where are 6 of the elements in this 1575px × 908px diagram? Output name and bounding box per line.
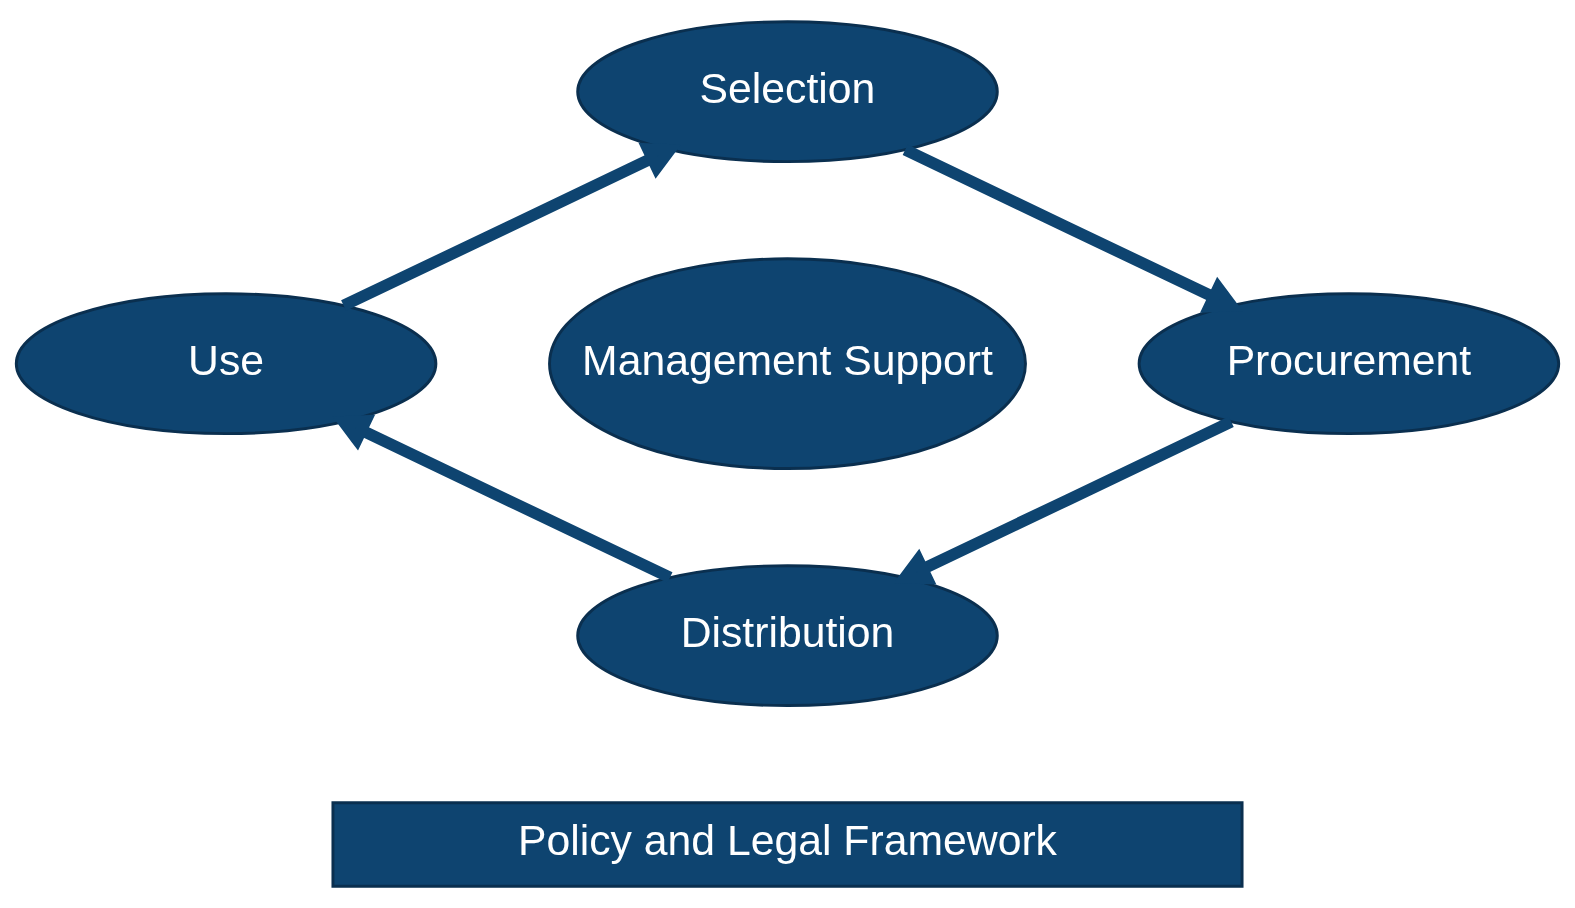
node-ellipse: Distribution <box>576 564 999 708</box>
node-ellipse: Use <box>14 292 438 436</box>
node-ellipse: Management Support <box>548 257 1027 471</box>
node-ellipse: Selection <box>576 20 999 164</box>
node-box: Policy and Legal Framework <box>331 801 1244 888</box>
node-ellipse: Procurement <box>1137 292 1561 436</box>
